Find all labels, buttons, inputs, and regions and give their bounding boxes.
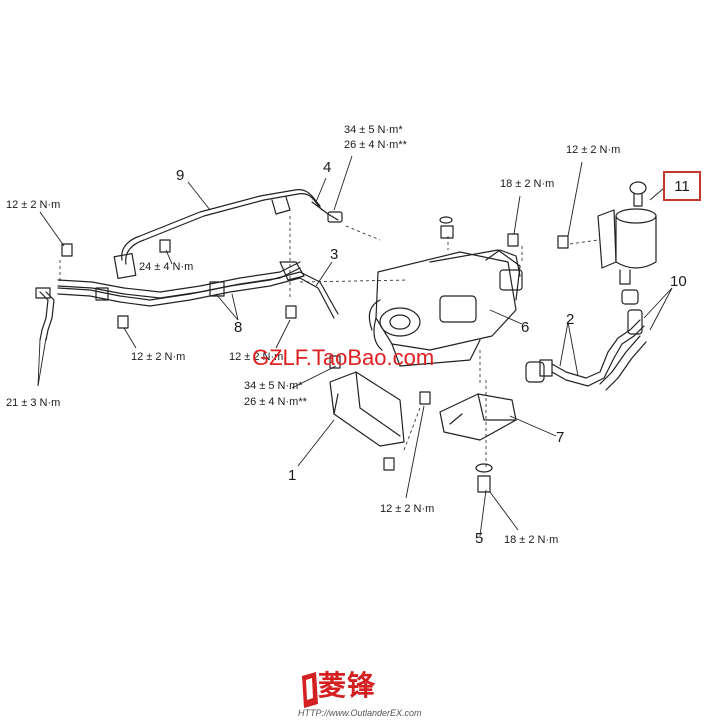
torque-label-18-top: 18 ± 2 N·m: [500, 178, 555, 190]
brand-logo-text: 菱锋: [318, 669, 377, 702]
part-number-2: 2: [566, 311, 575, 328]
torque-label-34-bot-a: 34 ± 5 N·m*: [244, 380, 303, 392]
part-number-9: 9: [176, 167, 185, 184]
bolt-group: [61, 216, 569, 493]
torque-label-12-top-right: 12 ± 2 N·m: [566, 144, 621, 156]
pump-6: [368, 249, 523, 367]
part-number-11: 11: [674, 177, 690, 195]
torque-label-under-8: 12 ± 2 N·m: [131, 351, 186, 363]
torque-label-21: 21 ± 3 N·m: [6, 397, 61, 409]
part-number-4: 4: [323, 159, 332, 176]
part-number-3: 3: [330, 246, 339, 263]
torque-label-12-bottom: 12 ± 2 N·m: [380, 503, 435, 515]
torque-label-18-bottom: 18 ± 2 N·m: [504, 534, 559, 546]
brand-logo-mark: [302, 672, 318, 708]
watermark-text: GZLF.TaoBao.com: [252, 345, 435, 370]
torque-label-34-top-b: 26 ± 4 N·m**: [344, 139, 407, 151]
pipe-10-2: [525, 309, 647, 391]
pipe-8: [35, 261, 339, 341]
part-number-8: 8: [234, 319, 243, 336]
torque-label-top-left: 12 ± 2 N·m: [6, 199, 61, 211]
part-number-6: 6: [521, 319, 530, 336]
part-number-10: 10: [670, 273, 687, 290]
torque-label-12-mid: 12 ± 2 N·m: [229, 351, 284, 363]
part-number-1: 1: [288, 467, 297, 484]
bracket-7: [439, 393, 517, 441]
reservoir-11: [597, 181, 657, 305]
part-number-7: 7: [556, 429, 565, 446]
part-number-5: 5: [475, 530, 484, 547]
torque-label-34-top-a: 34 ± 5 N·m*: [344, 124, 403, 136]
torque-label-34-bot-b: 26 ± 4 N·m**: [244, 396, 307, 408]
pipe-9: [113, 189, 343, 279]
brand-url: HTTP://www.OutlanderEX.com: [298, 708, 422, 718]
part-number-11-highlight: 11: [663, 171, 701, 201]
bracket-1: [329, 371, 405, 447]
torque-label-24: 24 ± 4 N·m: [139, 261, 194, 273]
